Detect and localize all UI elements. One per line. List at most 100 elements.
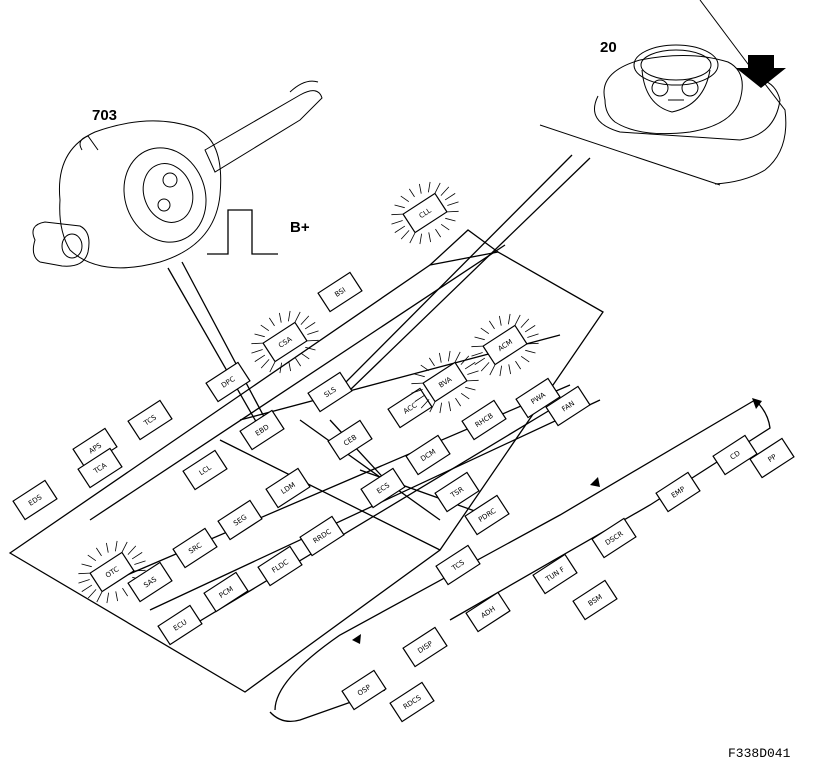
module-lcl: LCL [182, 449, 228, 491]
activity-ray [307, 339, 319, 342]
module-disp: DISP [402, 626, 448, 668]
activity-ray [87, 554, 97, 562]
reference-code: F338D041 [728, 746, 791, 761]
module-pp: PP [749, 437, 795, 479]
activity-ray [304, 322, 316, 330]
activity-ray [254, 333, 265, 338]
activity-ray [391, 213, 403, 216]
activity-ray [394, 225, 406, 233]
module-tcs: TCS [435, 544, 481, 586]
activity-ray [455, 397, 462, 407]
activity-ray [440, 186, 450, 196]
activity-ray [520, 355, 530, 363]
activity-ray [447, 350, 451, 362]
module-bva: BVA [411, 350, 479, 414]
activity-ray [122, 587, 129, 597]
module-seg: SEG [217, 499, 263, 541]
activity-ray [121, 541, 128, 553]
activity-ray [78, 579, 90, 584]
activity-ray [134, 569, 146, 572]
activity-ray [295, 357, 302, 367]
module-box [257, 545, 303, 587]
activity-ray [391, 220, 403, 225]
module-box [591, 517, 637, 559]
module-box [217, 499, 263, 541]
activity-ray [127, 545, 137, 555]
activity-ray [87, 589, 97, 599]
module-box [317, 271, 363, 313]
module-ldm: LDM [265, 467, 311, 509]
signal-pulse [207, 209, 278, 255]
module-src: SRC [172, 527, 218, 569]
activity-ray [134, 560, 146, 565]
activity-ray [444, 193, 456, 201]
module-box [712, 434, 758, 476]
module-box [461, 399, 507, 441]
activity-ray [498, 315, 502, 326]
activity-ray [251, 349, 263, 354]
activity-ray [307, 330, 319, 335]
activity-ray [300, 315, 310, 325]
activity-ray [420, 399, 430, 409]
activity-ray [115, 591, 119, 602]
module-ceb: CEB [327, 419, 373, 461]
activity-ray [96, 591, 103, 603]
activity-ray [300, 352, 310, 360]
module-rdcs: RDCS [389, 681, 435, 723]
activity-ray [464, 362, 476, 370]
activity-ray [454, 351, 461, 363]
activity-ray [515, 360, 522, 370]
activity-ray [447, 201, 459, 206]
module-box [572, 579, 618, 621]
module-box [127, 399, 173, 441]
module-box [482, 324, 528, 366]
module-emp: EMP [655, 471, 701, 513]
module-adh: ADH [465, 591, 511, 633]
activity-ray [438, 352, 442, 363]
activity-ray [260, 359, 270, 369]
activity-ray [131, 552, 143, 560]
module-box [464, 494, 510, 536]
display-callout-number: 20 [600, 39, 617, 56]
activity-ray [525, 349, 536, 354]
down-arrow-icon [736, 55, 786, 88]
activity-ray [474, 357, 486, 365]
module-ecu: ECU [157, 604, 203, 646]
module-eds: EDS [12, 479, 58, 521]
module-rhcb: RHCB [461, 399, 507, 441]
activity-ray [467, 370, 479, 375]
steering-column-switch [32, 80, 323, 269]
activity-ray [400, 195, 410, 203]
module-box [77, 447, 123, 489]
module-csa: CSA [251, 310, 319, 374]
activity-ray [448, 401, 452, 412]
activity-ray [524, 325, 536, 333]
activity-ray [105, 542, 109, 553]
activity-ray [411, 389, 423, 394]
module-box [205, 361, 251, 403]
module-box [12, 479, 58, 521]
activity-ray [471, 352, 483, 357]
activity-ray [427, 181, 431, 193]
module-osp: OSP [341, 669, 387, 711]
module-box [422, 361, 468, 403]
activity-ray [106, 592, 110, 604]
activity-ray [474, 336, 485, 341]
module-box [402, 192, 448, 234]
signal-label: B+ [290, 219, 310, 236]
activity-ray [268, 317, 275, 327]
activity-ray [480, 362, 490, 372]
activity-ray [460, 355, 470, 365]
module-box [749, 437, 795, 479]
module-box [327, 419, 373, 461]
module-box [89, 551, 135, 593]
activity-ray [460, 392, 470, 400]
activity-ray [440, 223, 450, 231]
activity-ray [251, 342, 263, 345]
activity-ray [278, 312, 282, 323]
activity-ray [514, 314, 521, 326]
activity-ray [260, 324, 270, 332]
module-box [545, 385, 591, 427]
activity-ray [294, 311, 301, 323]
module-fan: FAN [545, 385, 591, 427]
